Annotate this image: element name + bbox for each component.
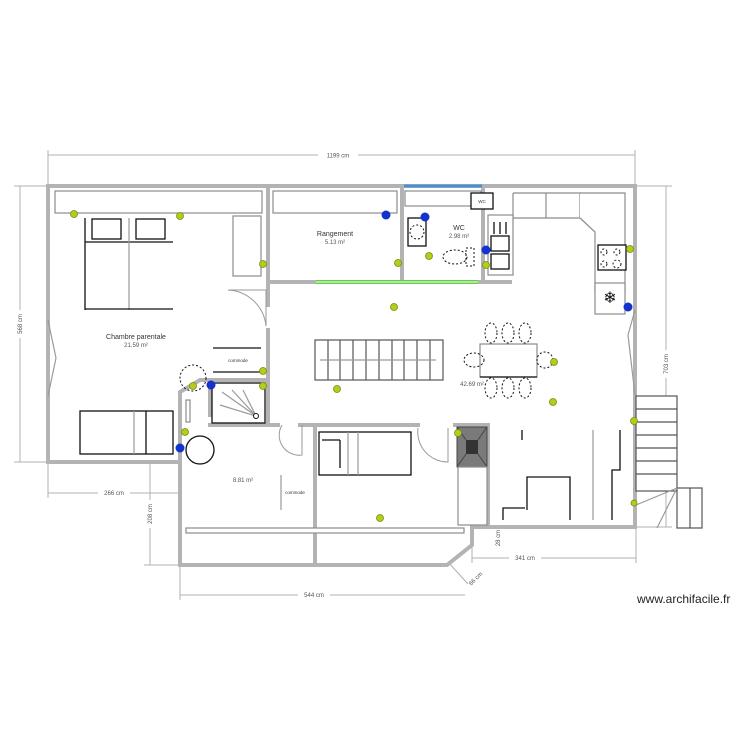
snowflake-icon: ❄ <box>603 290 616 307</box>
sofas <box>502 430 621 520</box>
stairs-right <box>635 395 703 529</box>
wardrobe-wc <box>404 190 482 207</box>
room-area-living: 42.69 m² <box>460 382 484 388</box>
wardrobe-bedroom <box>54 190 263 214</box>
outlets-yellow <box>70 210 638 522</box>
dim-bottom-right: 341 cm <box>515 556 535 562</box>
outlets-blue <box>175 210 633 453</box>
room-area-bathroom: 8.81 m² <box>233 478 253 484</box>
room-area-chambre: 21.59 m² <box>124 343 148 349</box>
bathroom-fixtures <box>179 364 303 465</box>
wardrobe-bottom <box>185 527 465 534</box>
dresser-bedroom <box>232 215 262 277</box>
dim-bottom-left: 266 cm <box>104 491 124 497</box>
room-name-wc: WC <box>453 225 465 232</box>
room-area-wc: 2.98 m² <box>449 234 469 240</box>
room-labels: Chambre parentale 21.59 m² Rangement 5.1… <box>106 225 484 484</box>
bed-lower <box>318 427 449 476</box>
wc-box-label: WC <box>478 199 486 204</box>
commode-label-1: commode <box>228 358 248 363</box>
commode-label-2: commode <box>285 490 305 495</box>
dim-left-height: 568 cm <box>18 314 24 334</box>
wardrobe-rangement <box>272 190 398 214</box>
wc-fixtures: WC <box>407 192 494 267</box>
dim-small-vertical: 28 cm <box>496 530 502 546</box>
fireplace <box>456 426 488 526</box>
dining-table <box>463 322 554 399</box>
room-name-rangement: Rangement <box>317 231 353 238</box>
bed-single <box>79 410 174 455</box>
kitchen-fixtures: ❄ <box>487 192 627 315</box>
wardrobes <box>54 190 482 534</box>
door-bedroom <box>227 289 267 327</box>
room-name-chambre: Chambre parentale <box>106 334 166 341</box>
watermark[interactable]: www.archifacile.fr <box>637 592 731 606</box>
dim-bottom-mid: 544 cm <box>304 593 324 599</box>
windows <box>47 184 636 397</box>
dim-right-height: 703 cm <box>664 354 670 374</box>
dim-bottom-left-vertical: 208 cm <box>148 504 154 524</box>
room-area-rangement: 5.13 m² <box>325 240 345 246</box>
dim-diagonal: 66 cm <box>468 571 484 587</box>
stairs-central <box>314 339 444 381</box>
walls <box>46 184 637 567</box>
dim-top-width: 1199 cm <box>327 154 350 160</box>
bed-master <box>84 218 173 310</box>
